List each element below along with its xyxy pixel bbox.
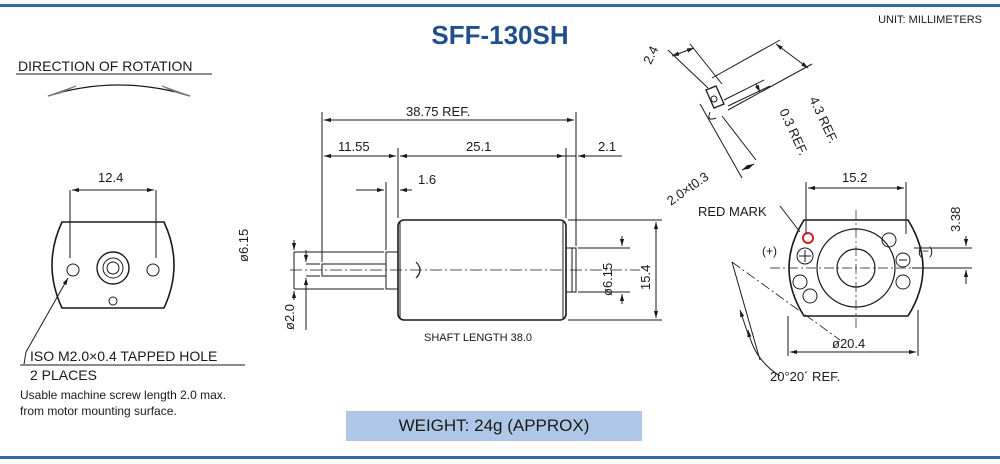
side-view	[290, 112, 662, 330]
usage-note-1: Usable machine screw length 2.0 max.	[20, 388, 227, 402]
dim-25-1: 25.1	[466, 139, 492, 154]
dim-15-4: 15.4	[638, 264, 653, 290]
usage-note-2: from motor mounting surface.	[20, 404, 177, 418]
dim-11-55: 11.55	[338, 139, 370, 154]
dim-overall-length: 38.75 REF.	[406, 104, 471, 119]
dim-phi-20-4: ø20.4	[832, 336, 866, 351]
dim-12-4: 12.4	[98, 170, 124, 185]
unit-label: UNIT: MILLIMETERS	[878, 14, 982, 26]
negative-terminal-label: (−)	[918, 244, 933, 258]
bottom-rule	[0, 456, 1000, 459]
positive-terminal-label: (+)	[762, 244, 777, 258]
dim-1-6: 1.6	[418, 172, 437, 187]
dim-3-38: 3.38	[948, 206, 963, 232]
tapped-hole-count: 2 PLACES	[30, 367, 97, 383]
dim-phi-2-0: ø2.0	[282, 303, 297, 330]
terminal-detail	[667, 39, 813, 179]
dim-2-1: 2.1	[598, 139, 617, 154]
angle-ref: 20°20´ REF.	[770, 369, 841, 384]
rotation-label: DIRECTION OF ROTATION	[18, 58, 193, 74]
dim-15-2: 15.2	[842, 170, 868, 185]
shaft-length-note: SHAFT LENGTH 38.0	[424, 332, 532, 344]
dim-phi-6-15-left: ø6.15	[236, 228, 251, 262]
rotation-arrow	[16, 73, 212, 97]
red-mark-label: RED MARK	[698, 204, 767, 219]
top-rule	[0, 4, 1000, 7]
rear-view-centerlines	[770, 210, 944, 330]
page-title: SFF-130SH	[431, 20, 569, 50]
front-view	[20, 187, 245, 366]
dim-phi-6-15-right: ø6.15	[600, 262, 615, 296]
tapped-hole-note: ISO M2.0×0.4 TAPPED HOLE	[30, 348, 218, 364]
weight-box: WEIGHT: 24g (APPROX)	[346, 411, 642, 441]
